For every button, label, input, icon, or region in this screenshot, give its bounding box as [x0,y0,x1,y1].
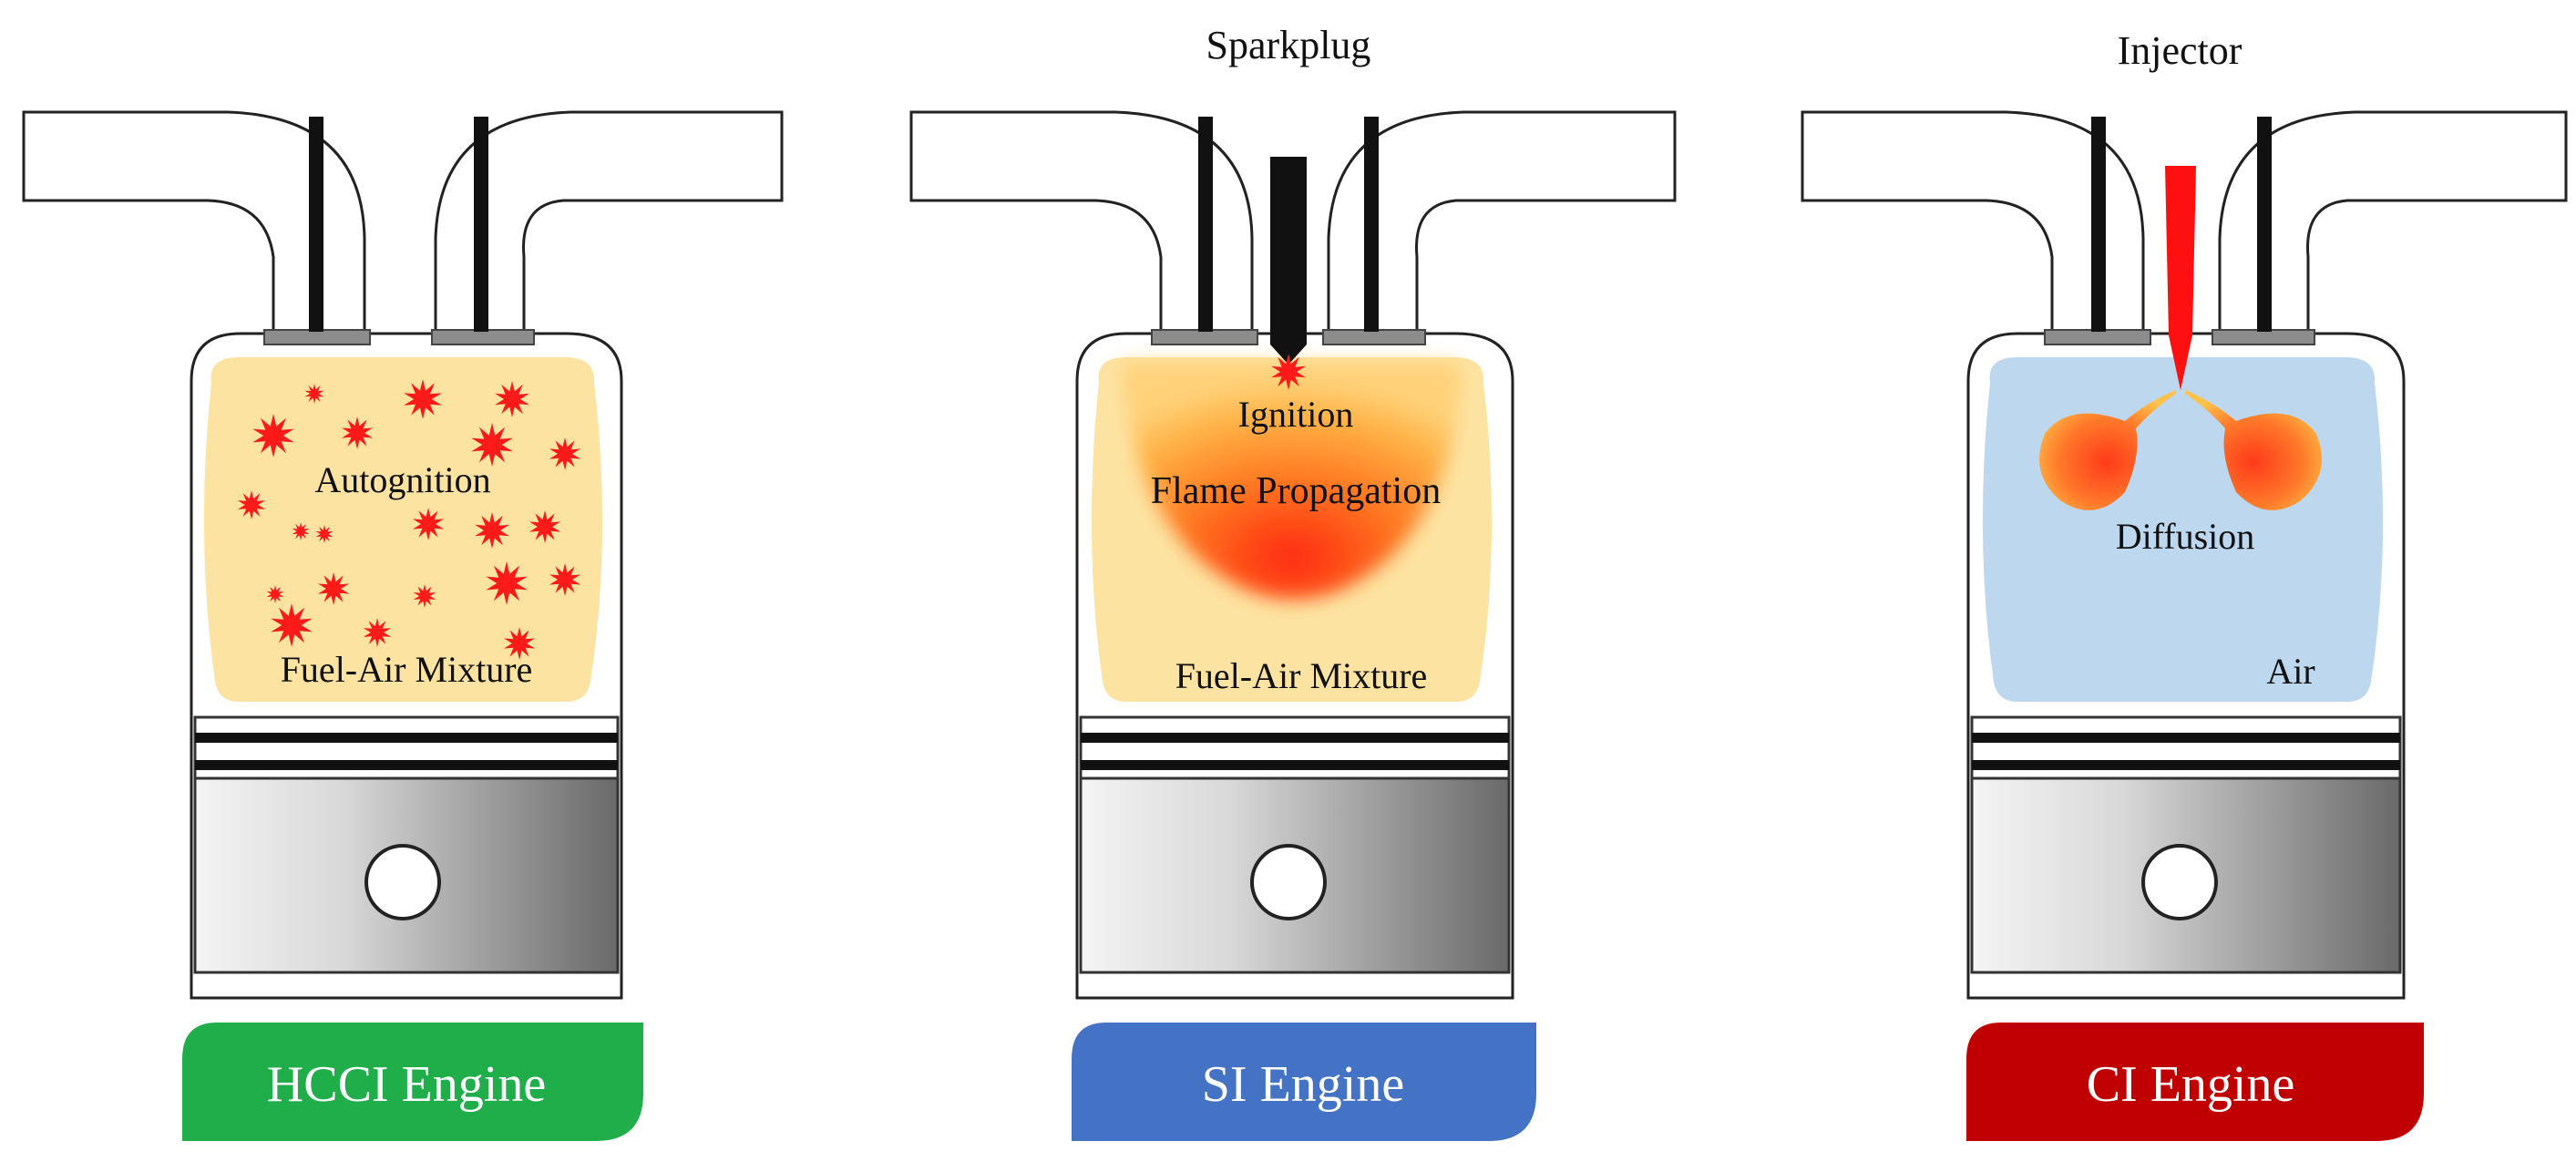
spark-icon [237,490,266,519]
ci-engine: Injector Diffusion Air CI Engine [1801,28,2568,1141]
spark-icon [1271,354,1306,390]
ignition-label: Ignition [1238,394,1354,435]
hcci-badge-label: HCCI Engine [267,1056,546,1113]
spark-icon [317,572,350,605]
spark-icon [412,508,445,540]
spark-icon [1271,354,1306,390]
injector [2165,166,2196,390]
autoignition-sparks [237,379,581,660]
flame-propagation-label: Flame Propagation [1151,470,1441,512]
spark-icon [471,423,513,467]
intake-port [1801,110,2145,339]
spark-icon [304,384,324,404]
si-engine: Sparkplug Ignition Flame Propagation Fue… [909,23,1677,1141]
fuel-spray-right [2185,390,2322,510]
spark-icon [252,414,294,457]
hcci-engine: Autognition Fuel-Air Mixture HCCI Engine [22,110,784,1141]
ci-piston [1970,715,2402,974]
si-mixture-label: Fuel-Air Mixture [1175,655,1428,696]
exhaust-valve-stem [1364,117,1379,332]
exhaust-valve-seat [1322,329,1426,345]
spark-icon [486,561,528,605]
hcci-ports [22,110,784,339]
exhaust-valve-stem [474,117,488,332]
spark-icon [503,627,536,660]
spark-icon [529,510,561,543]
spark-icon [271,603,313,647]
spark-icon [475,512,509,549]
hcci-mixture-label: Fuel-Air Mixture [281,649,533,690]
spark-icon [315,525,334,543]
si-badge-label: SI Engine [1202,1056,1404,1113]
exhaust-port [1327,110,1677,339]
spark-icon [495,381,529,417]
piston-pin [1250,844,1327,920]
ci-badge-label: CI Engine [2087,1056,2295,1113]
air-label: Air [2266,651,2314,692]
spark-icon [292,522,310,540]
sparkplug-label: Sparkplug [1206,23,1371,67]
exhaust-port [434,110,784,339]
spark-icon [413,584,436,608]
flame-front [1121,363,1462,600]
exhaust-valve-seat [431,329,535,345]
spark-icon [266,585,284,603]
piston-pin [364,844,441,920]
intake-valve-stem [309,117,323,332]
intake-valve-stem [1198,117,1213,332]
injector-label: Injector [2118,28,2242,73]
spark-icon [363,618,392,647]
hcci-badge [182,1023,643,1141]
sparkplug [1270,157,1307,365]
exhaust-valve-seat [2212,329,2315,345]
intake-valve-seat [263,329,371,345]
spark-icon [549,563,581,596]
ci-ports [1801,110,2568,339]
intake-valve-seat [1151,329,1258,345]
si-badge [1072,1023,1536,1141]
intake-port [909,110,1254,339]
intake-valve-seat [2044,329,2151,345]
intake-port [22,110,366,339]
fuel-spray-left [2039,390,2176,510]
spark-icon [549,437,581,470]
si-piston [1079,715,1511,974]
spark-icon [341,416,374,449]
spark-icon [404,379,442,419]
piston-pin [2141,844,2218,920]
intake-valve-stem [2091,117,2106,332]
diffusion-label: Diffusion [2116,516,2255,557]
ci-badge [1966,1023,2424,1141]
exhaust-valve-stem [2257,117,2272,332]
exhaust-port [2218,110,2568,339]
si-ports [909,110,1677,339]
hcci-center-label: Autognition [314,459,490,500]
hcci-piston [193,715,620,974]
